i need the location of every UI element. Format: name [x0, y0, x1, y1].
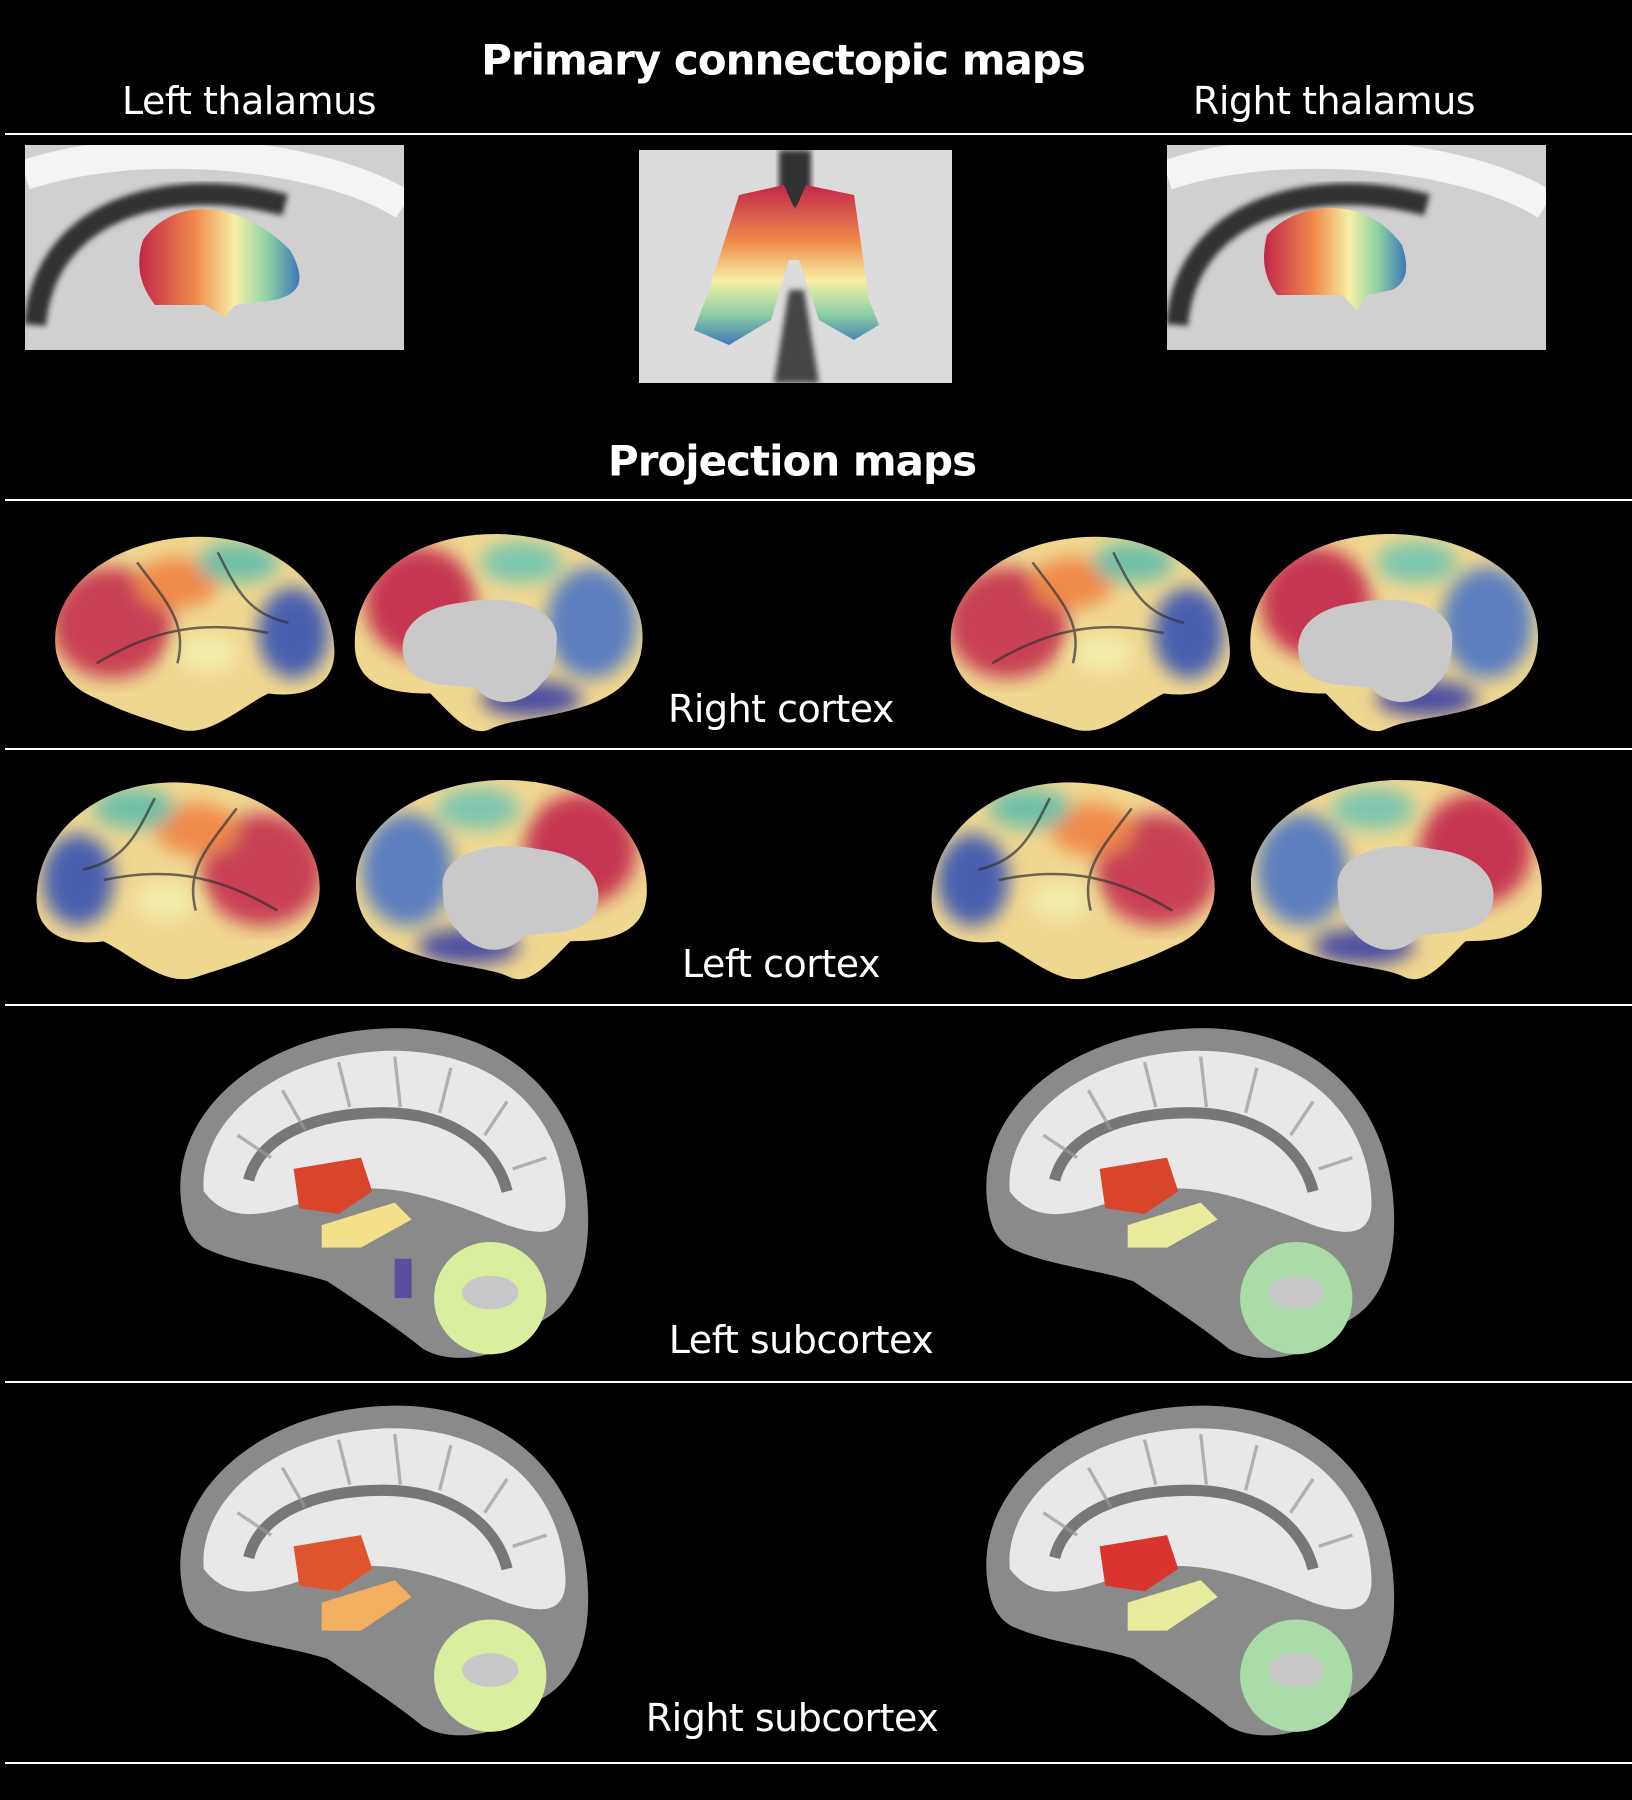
divider — [5, 748, 1632, 750]
left-subcortex-label: Left subcortex — [668, 1318, 934, 1362]
divider — [5, 133, 1632, 135]
right-cortex-label: Right cortex — [667, 687, 895, 731]
left-thalamus-sagittal-image — [25, 145, 404, 350]
cortex-medial-view — [1241, 767, 1547, 993]
cortex-lateral-view — [34, 522, 341, 744]
cortex-lateral-view — [32, 767, 339, 993]
primary-maps-title: Primary connectopic maps — [481, 35, 1086, 85]
thalamus-axial-image — [639, 150, 952, 383]
projection-maps-title: Projection maps — [607, 436, 977, 486]
cortex-lateral-view — [930, 522, 1236, 744]
divider — [5, 1381, 1632, 1383]
subcortex-sagittal-view — [170, 1398, 597, 1751]
cortex-lateral-view — [927, 767, 1234, 993]
subcortex-sagittal-view — [976, 1398, 1403, 1751]
right-thalamus-label: Right thalamus — [1192, 79, 1476, 123]
subcortex-sagittal-view — [976, 1022, 1403, 1372]
divider — [5, 499, 1632, 501]
divider — [5, 1762, 1632, 1764]
subcortex-sagittal-view — [170, 1022, 597, 1372]
cortex-medial-view — [346, 767, 652, 993]
right-subcortex-label: Right subcortex — [645, 1696, 939, 1740]
cortex-medial-view — [1243, 522, 1550, 744]
right-thalamus-sagittal-image — [1167, 145, 1546, 350]
cortex-medial-view — [348, 522, 654, 744]
left-thalamus-label: Left thalamus — [121, 79, 377, 123]
left-cortex-label: Left cortex — [682, 942, 880, 986]
divider — [5, 1004, 1632, 1006]
